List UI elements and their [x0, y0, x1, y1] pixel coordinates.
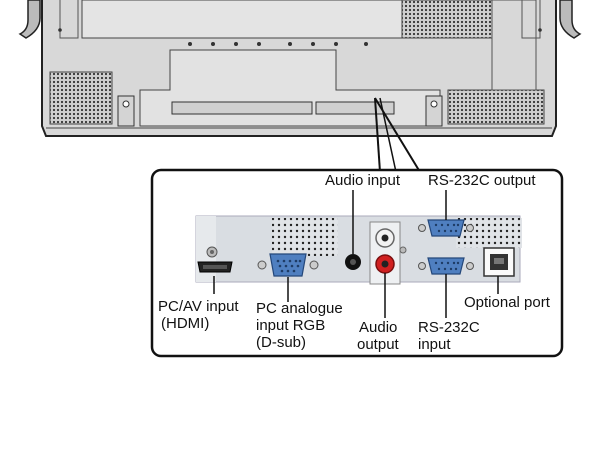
left-handle: [18, 0, 41, 39]
rear-panel: [81, 0, 403, 39]
optional-port: [483, 247, 515, 277]
label-audio-output-line1: Audio: [359, 319, 398, 336]
label-rs232c-input-line1: RS-232C: [418, 319, 480, 336]
audio-input-jack: [345, 254, 361, 270]
label-optional-port: Optional port: [464, 294, 550, 311]
leader-lines: [213, 190, 499, 318]
label-pc-av-input: PC/AV input (HDMI): [158, 298, 239, 332]
rs232c-input-port: [418, 257, 474, 275]
rs232c-output-port: [418, 219, 474, 237]
label-audio-input: Audio input: [325, 172, 401, 189]
dsub-port: [257, 253, 319, 277]
label-rs232c-input-line2: input: [418, 336, 451, 353]
monitor-back: [18, 0, 582, 137]
label-rs232c-output: RS-232C output: [428, 172, 536, 189]
right-handle: [559, 0, 582, 39]
label-pc-analogue-line3: (D-sub): [256, 334, 307, 351]
label-pc-analogue: PC analogue input RGB (D-sub): [256, 300, 343, 351]
hdmi-port: [197, 261, 233, 273]
callout-pointer: [374, 97, 421, 173]
vent-grille: [401, 0, 493, 39]
label-pc-av-input-line1: PC/AV input: [158, 298, 239, 315]
screw-row: [188, 42, 368, 46]
label-audio-output: Audio output: [357, 319, 399, 353]
label-pc-av-input-line2: (HDMI): [161, 315, 210, 332]
label-audio-output-line2: output: [357, 336, 399, 353]
label-rs232c-input: RS-232C input: [418, 319, 480, 353]
label-pc-analogue-line2: input RGB: [256, 317, 326, 334]
label-pc-analogue-line1: PC analogue: [256, 300, 343, 317]
